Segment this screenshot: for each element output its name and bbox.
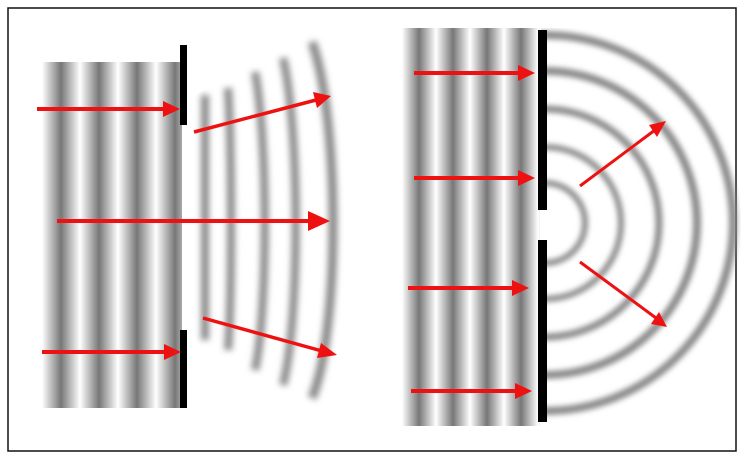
barrier-top-left [180, 45, 187, 125]
incident-waves-right [402, 28, 540, 426]
barrier-bottom-right [538, 240, 547, 422]
barrier-top-right [538, 30, 547, 210]
incident-waves-left [42, 62, 182, 408]
barrier-bottom-left [180, 330, 187, 408]
